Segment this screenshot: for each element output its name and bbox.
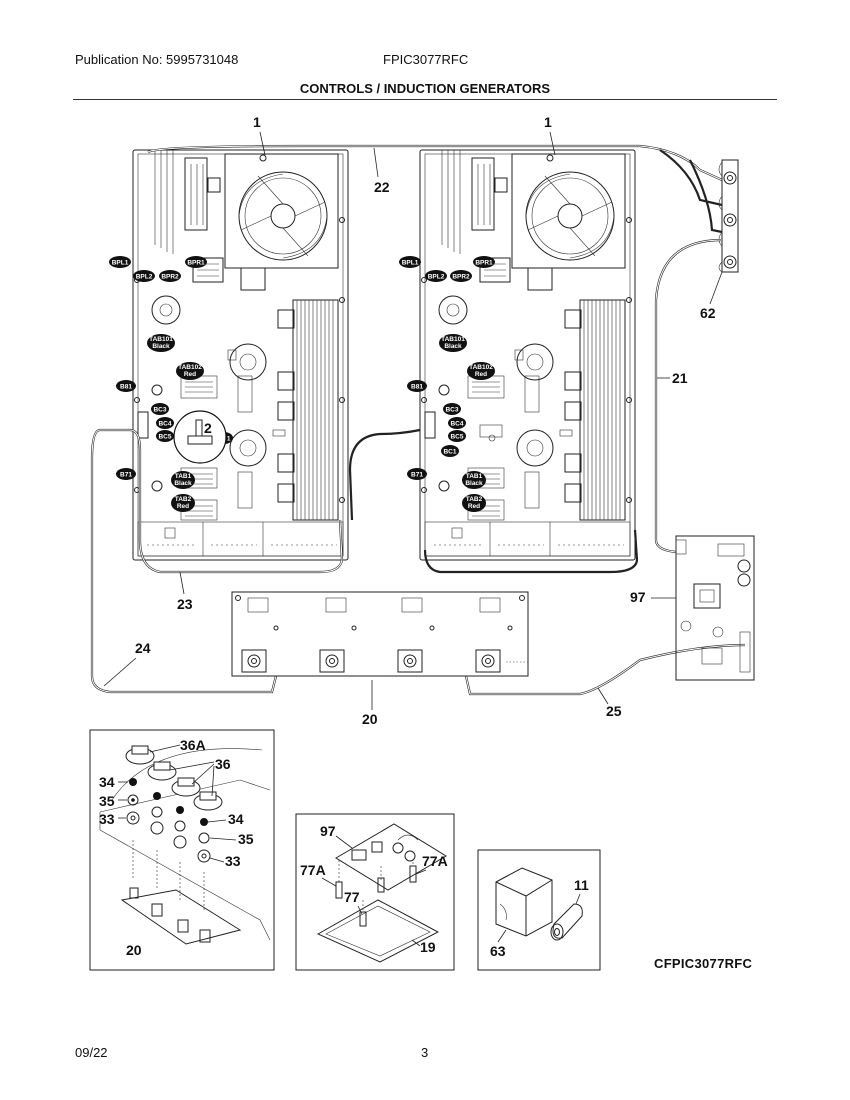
terminal-block bbox=[718, 159, 739, 273]
induction-generator-left bbox=[132, 149, 349, 561]
callout-97-inset: 97 bbox=[320, 823, 336, 839]
tag-tab2: TAB2 bbox=[466, 496, 483, 503]
tag-bc4: BC4 bbox=[450, 421, 463, 428]
callout-77: 77 bbox=[344, 889, 360, 905]
tag-tab101-color: Black bbox=[444, 343, 462, 350]
tag-bpr1: BPR1 bbox=[187, 260, 205, 267]
tag-tab1: TAB1 bbox=[466, 473, 483, 480]
catalog-code: CFPIC3077RFC bbox=[654, 956, 753, 971]
callout-77a-right: 77A bbox=[422, 853, 448, 869]
tag-bc3: BC3 bbox=[445, 407, 458, 414]
callout-62: 62 bbox=[700, 305, 716, 321]
callout-1-right: 1 bbox=[544, 114, 552, 130]
callout-34-right: 34 bbox=[228, 811, 244, 827]
tag-bc5: BC5 bbox=[158, 434, 171, 441]
callout-36: 36 bbox=[215, 756, 231, 772]
callout-97: 97 bbox=[630, 589, 646, 605]
callout-22: 22 bbox=[374, 179, 390, 195]
callout-63: 63 bbox=[490, 943, 506, 959]
tag-b81: B81 bbox=[411, 384, 423, 391]
callout-77a-left: 77A bbox=[300, 862, 326, 878]
tag-tab1-color: Black bbox=[174, 480, 192, 487]
control-board bbox=[675, 535, 755, 681]
tag-bc3: BC3 bbox=[153, 407, 166, 414]
callout-1-left: 1 bbox=[253, 114, 261, 130]
callout-36a: 36A bbox=[180, 737, 206, 753]
tag-tab101: TAB101 bbox=[441, 336, 465, 343]
user-interface-board bbox=[231, 591, 529, 677]
callout-25: 25 bbox=[606, 703, 622, 719]
callout-21: 21 bbox=[672, 370, 688, 386]
tag-bc1: BC1 bbox=[443, 449, 456, 456]
tag-tab102: TAB102 bbox=[469, 364, 493, 371]
tag-tab101: TAB101 bbox=[149, 336, 173, 343]
tag-tab1: TAB1 bbox=[175, 473, 192, 480]
publication-number: Publication No: 5995731048 bbox=[75, 52, 239, 67]
callout-2: 2 bbox=[204, 420, 212, 436]
callout-23: 23 bbox=[177, 596, 193, 612]
inset-ferrite-filter: 11 63 bbox=[477, 849, 601, 971]
tag-bpl1: BPL1 bbox=[112, 260, 129, 267]
induction-generator-right bbox=[419, 149, 636, 561]
tag-tab101-color: Black bbox=[152, 343, 170, 350]
tag-b71: B71 bbox=[411, 472, 423, 479]
tag-bpl2: BPL2 bbox=[428, 274, 445, 281]
tag-bpr2: BPR2 bbox=[161, 274, 179, 281]
tag-tab102: TAB102 bbox=[178, 364, 202, 371]
callout-20-inset: 20 bbox=[126, 942, 142, 958]
callout-35-right: 35 bbox=[238, 831, 254, 847]
page-title: CONTROLS / INDUCTION GENERATORS bbox=[299, 81, 551, 96]
inset-control-board-mount: 97 77A 77A 77 19 bbox=[295, 813, 455, 971]
tag-tab1-color: Black bbox=[465, 480, 483, 487]
tag-bpr1: BPR1 bbox=[475, 260, 493, 267]
tag-tab2: TAB2 bbox=[175, 496, 192, 503]
tag-b71: B71 bbox=[120, 472, 132, 479]
callout-33-right: 33 bbox=[225, 853, 241, 869]
header-rule bbox=[73, 99, 777, 100]
tag-tab102-color: Red bbox=[184, 371, 196, 378]
callout-35-left: 35 bbox=[99, 793, 115, 809]
inset-knobs: 36A 36 34 35 33 34 35 33 20 bbox=[89, 729, 275, 971]
tag-bpl2: BPL2 bbox=[136, 274, 153, 281]
callout-19: 19 bbox=[420, 939, 436, 955]
generator-left-tags: BPL1 BPL2 BPR2 BPR1 TAB101 Black TAB102 … bbox=[109, 256, 233, 512]
tag-bpr2: BPR2 bbox=[452, 274, 470, 281]
tag-bc5: BC5 bbox=[450, 434, 463, 441]
tag-tab2-color: Red bbox=[177, 503, 189, 510]
tag-tab102-color: Red bbox=[475, 371, 487, 378]
callout-24: 24 bbox=[135, 640, 151, 656]
tag-bpl1: BPL1 bbox=[402, 260, 419, 267]
callout-11: 11 bbox=[574, 877, 589, 893]
callout-34-left: 34 bbox=[99, 774, 115, 790]
footer-date: 09/22 bbox=[75, 1045, 108, 1060]
callout-33-left: 33 bbox=[99, 811, 115, 827]
main-callouts: 1 1 22 62 21 2 23 97 24 20 25 bbox=[103, 114, 723, 727]
tag-b81: B81 bbox=[120, 384, 132, 391]
callout-20: 20 bbox=[362, 711, 378, 727]
tag-tab2-color: Red bbox=[468, 503, 480, 510]
model-number: FPIC3077RFC bbox=[383, 52, 469, 67]
tag-bc4: BC4 bbox=[158, 421, 171, 428]
generator-right-tags: BPL1 BPL2 BPR2 BPR1 TAB101 Black TAB102 … bbox=[399, 256, 495, 512]
page-number: 3 bbox=[421, 1045, 429, 1060]
